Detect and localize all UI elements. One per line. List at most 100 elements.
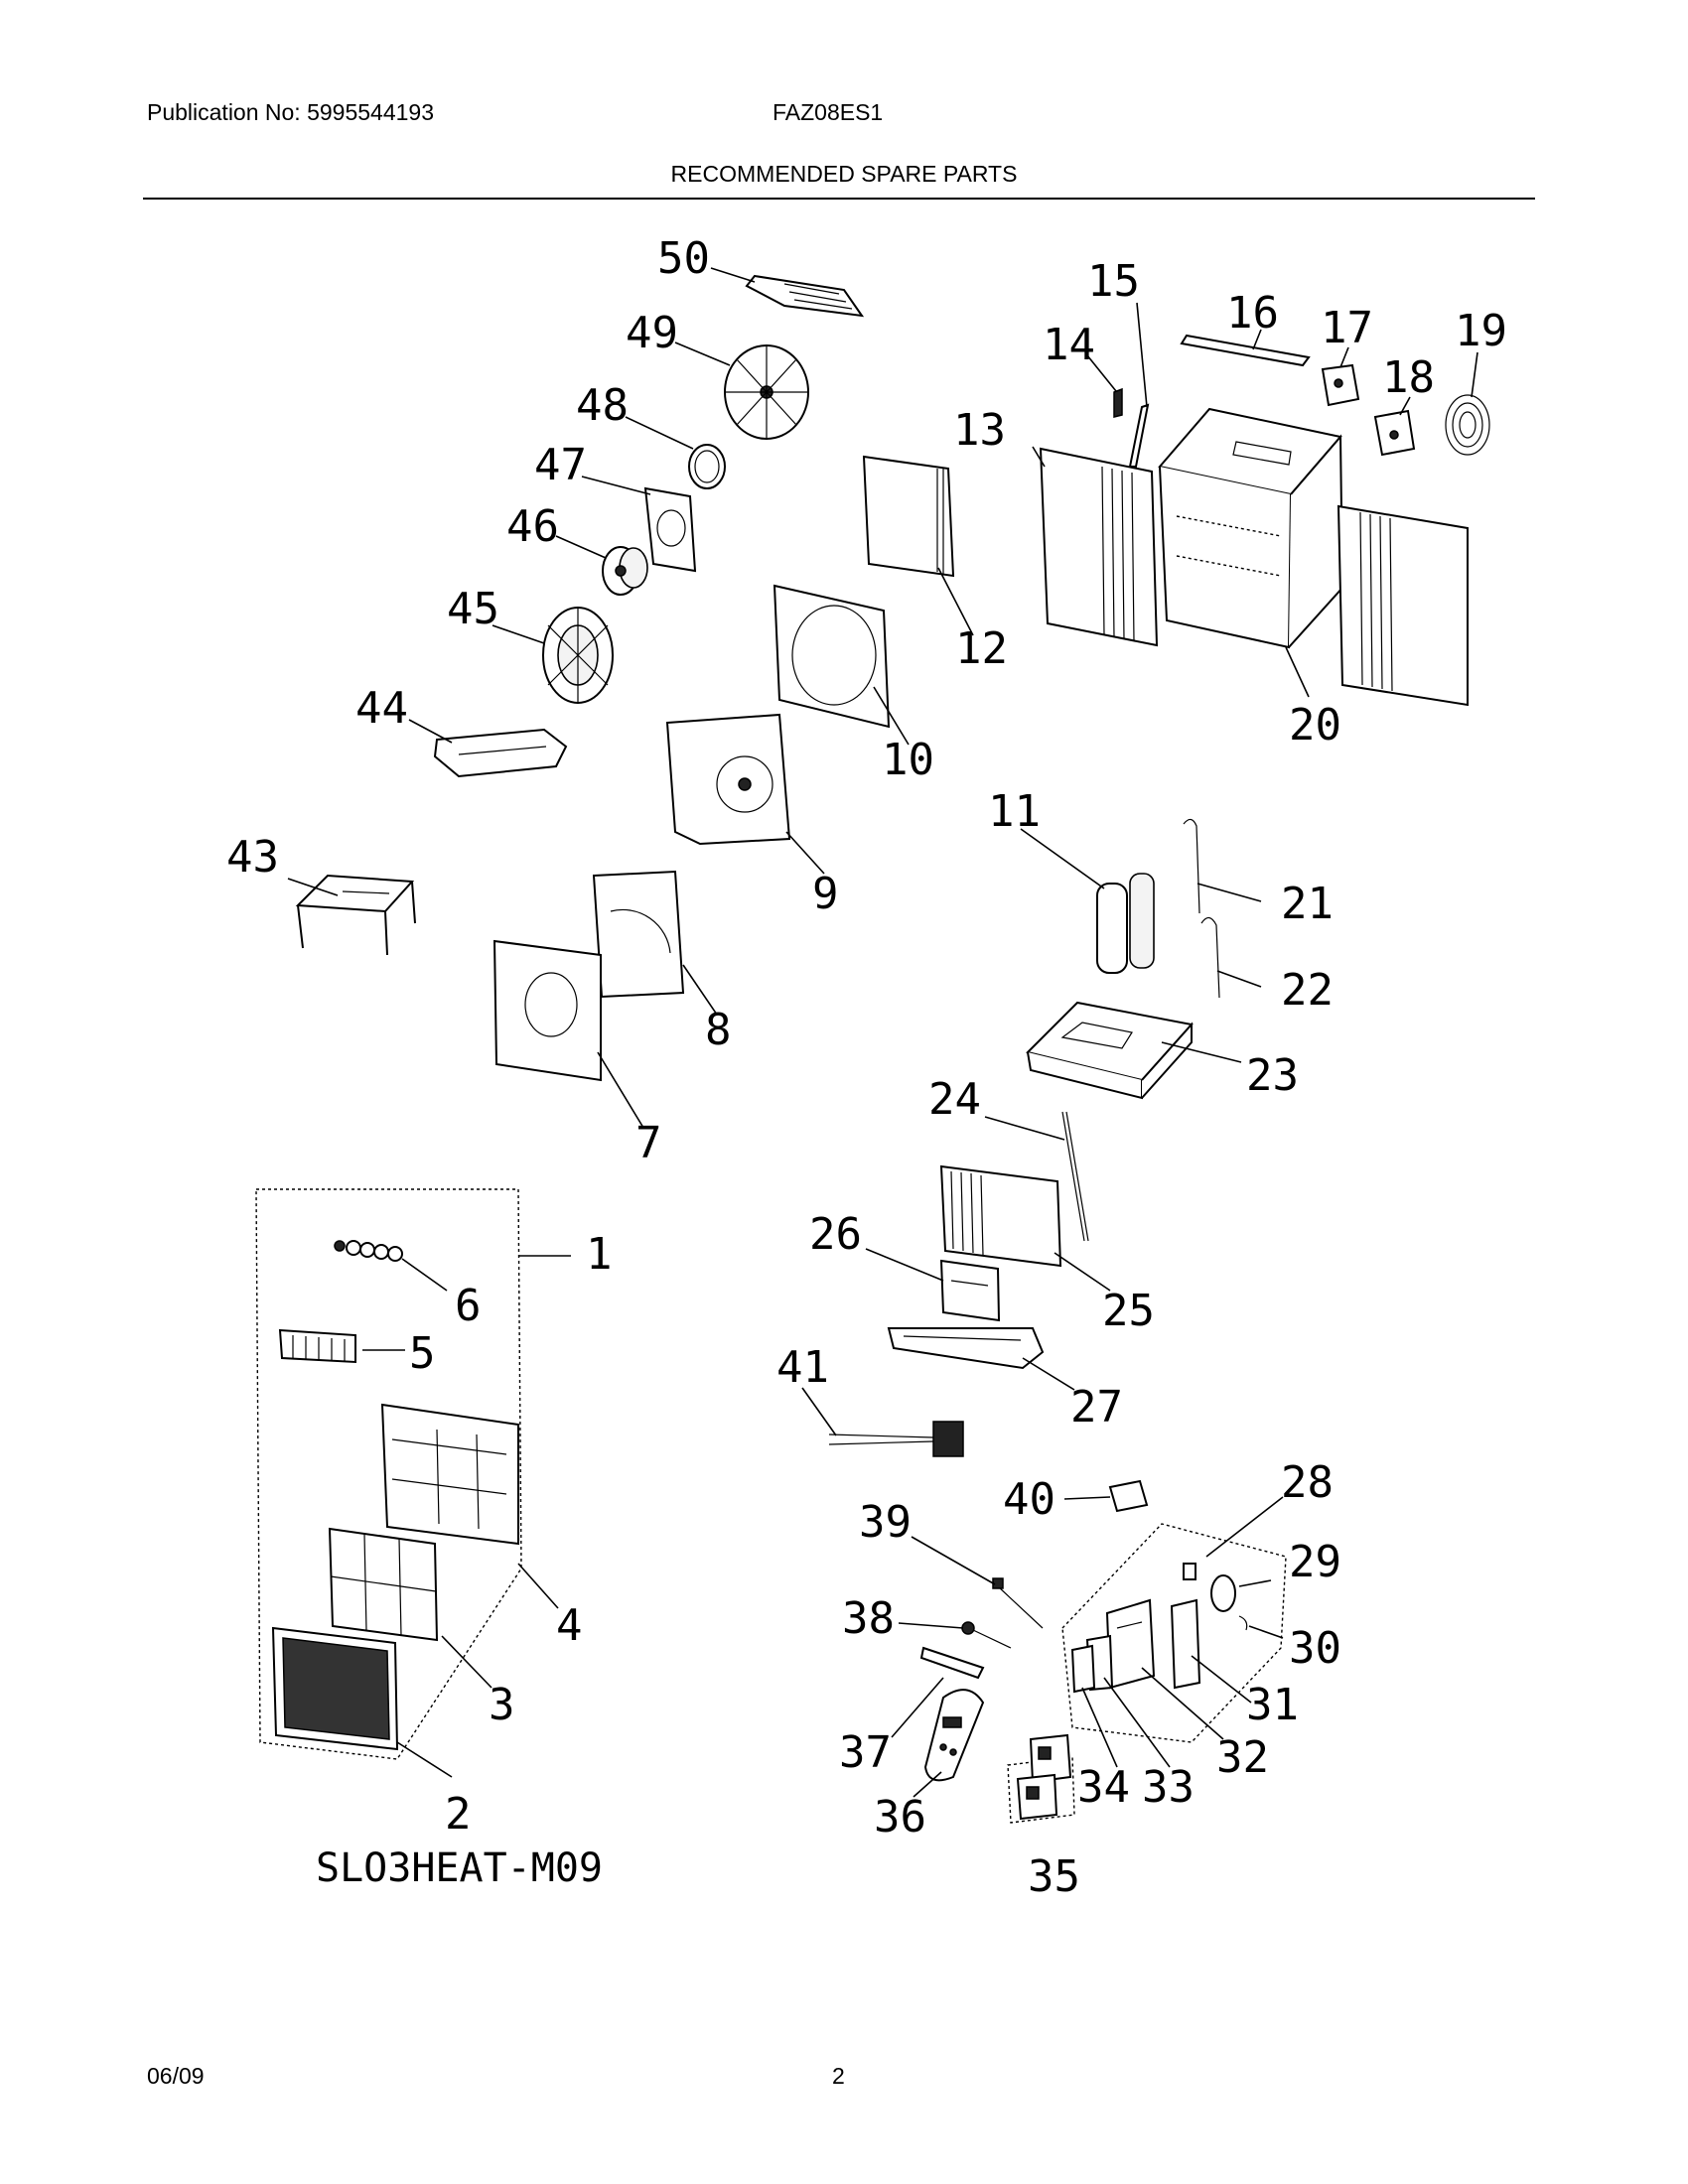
callout-31: 31 bbox=[1246, 1680, 1299, 1730]
callout-18: 18 bbox=[1382, 352, 1435, 403]
callout-11: 11 bbox=[988, 786, 1041, 837]
part-9-fan-shroud bbox=[665, 713, 791, 846]
part-2-front-grille bbox=[271, 1626, 399, 1751]
part-36-remote-control bbox=[923, 1689, 985, 1782]
part-34-pcb bbox=[1070, 1644, 1096, 1694]
callout-33: 33 bbox=[1142, 1762, 1195, 1813]
part-41-power-cord bbox=[828, 1421, 964, 1457]
callout-26: 26 bbox=[809, 1209, 862, 1260]
callout-32: 32 bbox=[1216, 1732, 1269, 1783]
callout-35: 35 bbox=[1028, 1851, 1080, 1902]
callout-1: 1 bbox=[586, 1229, 613, 1280]
callout-13: 13 bbox=[953, 405, 1006, 456]
part-10-partition bbox=[773, 584, 891, 729]
callout-16: 16 bbox=[1226, 288, 1279, 339]
part-40-gasket bbox=[1108, 1479, 1149, 1513]
part-47-bracket bbox=[643, 486, 697, 573]
part-49-fan-blade bbox=[724, 344, 809, 440]
callout-9: 9 bbox=[812, 869, 839, 919]
callout-50: 50 bbox=[657, 233, 710, 284]
part-39-sensor bbox=[992, 1577, 1044, 1629]
page-title: RECOMMENDED SPARE PARTS bbox=[670, 161, 1018, 187]
callout-10: 10 bbox=[882, 735, 934, 785]
part-29-capacitor bbox=[1210, 1574, 1236, 1612]
part-26-frame bbox=[939, 1259, 1001, 1322]
callout-15: 15 bbox=[1087, 256, 1140, 307]
part-electrical-box bbox=[1061, 1523, 1287, 1743]
callout-8: 8 bbox=[705, 1005, 732, 1055]
footer-page-number: 2 bbox=[832, 2063, 845, 2089]
callout-12: 12 bbox=[955, 623, 1008, 674]
callout-34: 34 bbox=[1077, 1762, 1130, 1813]
callout-38: 38 bbox=[842, 1593, 895, 1644]
callout-41: 41 bbox=[776, 1342, 829, 1393]
part-7-orifice bbox=[492, 939, 602, 1082]
callout-28: 28 bbox=[1281, 1457, 1334, 1508]
callout-22: 22 bbox=[1281, 965, 1334, 1016]
callout-25: 25 bbox=[1102, 1286, 1155, 1336]
part-18-switch bbox=[1373, 409, 1416, 457]
part-31-plate bbox=[1170, 1598, 1201, 1690]
part-35-control-board bbox=[1007, 1733, 1075, 1824]
part-14-bracket bbox=[1113, 387, 1123, 418]
publication-number: Publication No: 5995544193 bbox=[147, 99, 435, 125]
callout-19: 19 bbox=[1455, 306, 1507, 356]
part-30-clip bbox=[1238, 1615, 1248, 1631]
diagram-code: SLO3HEAT-M09 bbox=[316, 1845, 603, 1891]
part-23-base-pan bbox=[1026, 1001, 1194, 1100]
footer-date: 06/09 bbox=[147, 2063, 205, 2089]
callout-24: 24 bbox=[928, 1074, 981, 1125]
callout-14: 14 bbox=[1043, 320, 1095, 370]
callout-36: 36 bbox=[874, 1792, 926, 1843]
callout-7: 7 bbox=[635, 1118, 662, 1168]
header-rule bbox=[143, 198, 1535, 200]
part-48-ring bbox=[688, 444, 726, 489]
part-44-drain-tray bbox=[433, 728, 568, 778]
callout-21: 21 bbox=[1281, 879, 1334, 929]
part-43-cover bbox=[295, 874, 416, 956]
callout-23: 23 bbox=[1246, 1050, 1299, 1101]
part-4-front-frame bbox=[380, 1403, 519, 1546]
callout-30: 30 bbox=[1289, 1623, 1341, 1674]
callout-3: 3 bbox=[489, 1680, 515, 1730]
part-27-tray bbox=[887, 1327, 1045, 1370]
callout-45: 45 bbox=[447, 584, 499, 634]
part-3-air-filter bbox=[328, 1527, 439, 1642]
callout-27: 27 bbox=[1070, 1382, 1123, 1433]
part-37-remote-holder bbox=[919, 1646, 985, 1680]
part-5-control-panel bbox=[278, 1328, 356, 1364]
part-12-evaporator bbox=[862, 455, 955, 578]
callout-29: 29 bbox=[1289, 1537, 1341, 1587]
callout-6: 6 bbox=[455, 1281, 482, 1331]
callout-48: 48 bbox=[576, 380, 629, 431]
part-20-cabinet bbox=[1158, 407, 1344, 649]
part-11-compressor bbox=[1096, 873, 1155, 974]
callout-49: 49 bbox=[626, 308, 678, 358]
part-38-sensor-wire bbox=[961, 1621, 1012, 1649]
callout-4: 4 bbox=[556, 1600, 583, 1651]
callout-5: 5 bbox=[409, 1328, 436, 1379]
part-6-knob-set bbox=[334, 1240, 403, 1262]
part-45-blower-wheel bbox=[542, 607, 614, 704]
part-21-tube bbox=[1183, 818, 1200, 914]
part-32-bracket bbox=[1105, 1598, 1156, 1690]
callout-2: 2 bbox=[445, 1789, 472, 1840]
callout-39: 39 bbox=[859, 1497, 912, 1548]
callout-17: 17 bbox=[1321, 303, 1373, 353]
part-22-tube bbox=[1200, 916, 1220, 999]
part-16-rail bbox=[1180, 334, 1311, 367]
part-50-louver bbox=[745, 274, 865, 318]
callout-46: 46 bbox=[506, 501, 559, 552]
part-46-motor bbox=[602, 546, 648, 596]
part-15-strip bbox=[1128, 403, 1150, 468]
part-19-heater-coil bbox=[1445, 394, 1490, 456]
part-13-side-panel bbox=[1039, 447, 1159, 647]
part-28-relay bbox=[1183, 1563, 1196, 1580]
callout-37: 37 bbox=[839, 1727, 892, 1778]
callout-47: 47 bbox=[534, 440, 587, 490]
part-24-rod bbox=[1061, 1111, 1089, 1242]
part-8-scroll-housing bbox=[592, 870, 685, 999]
part-20-right-panel bbox=[1336, 504, 1469, 707]
callout-44: 44 bbox=[355, 683, 408, 734]
